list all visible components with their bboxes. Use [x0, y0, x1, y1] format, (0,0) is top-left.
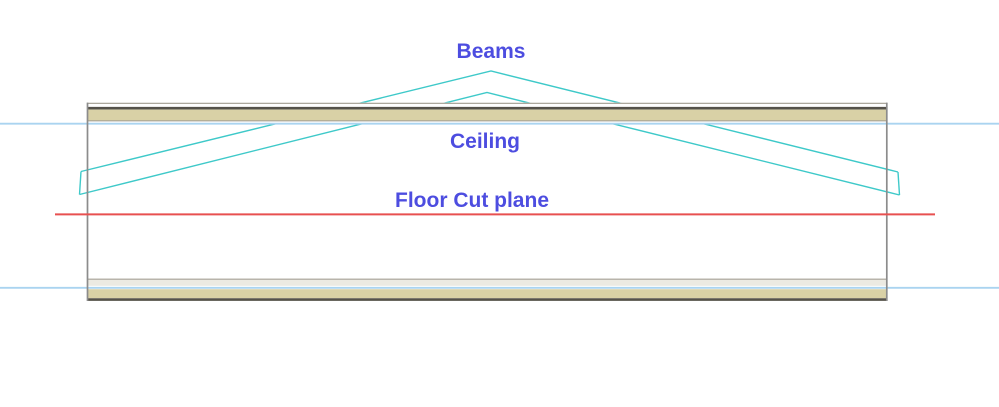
ceiling-label: Ceiling: [450, 130, 520, 153]
right-beam-end-face: [897, 171, 901, 196]
floor-cut-plane-label: Floor Cut plane: [395, 189, 549, 212]
left-beam-end-face: [78, 171, 82, 195]
walls: [86, 102, 888, 301]
beam-top-edges: [80, 70, 899, 173]
floor-upper-layer: [87, 280, 887, 286]
beams-wireframe: [78, 70, 901, 196]
ceiling-finish-layer: [87, 109, 887, 121]
ceiling-slab: [87, 102, 887, 124]
floor-finish-layer: [87, 289, 887, 299]
floor-slab: [87, 278, 887, 301]
beam-bottom-edges: [79, 91, 900, 196]
level-lines: [0, 122, 999, 289]
beams-label: Beams: [457, 40, 526, 63]
